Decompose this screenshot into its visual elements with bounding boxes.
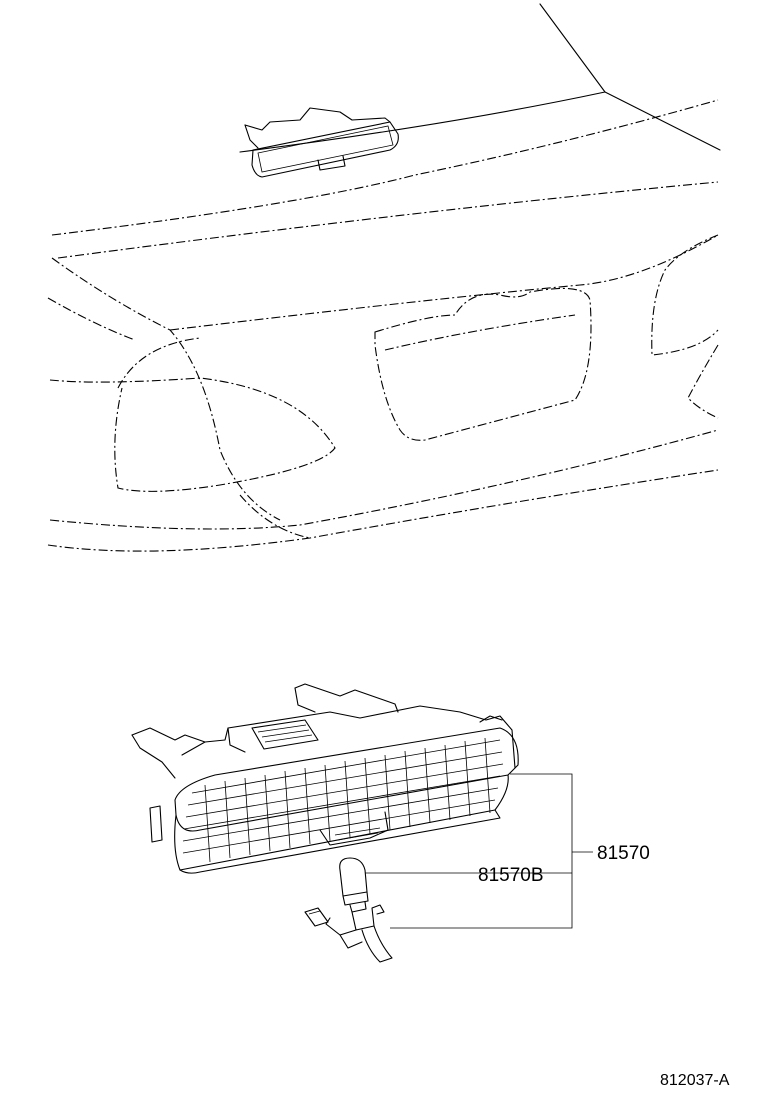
part-label-81570: 81570	[597, 843, 650, 864]
vent-grille	[251, 719, 319, 750]
leader-lines	[365, 773, 593, 929]
stop-lamp-assembly-detail	[131, 683, 519, 963]
socket-wire	[304, 904, 393, 963]
drawing-code: 812037-A	[660, 1072, 730, 1089]
mounted-stop-lamp	[244, 107, 399, 178]
vehicle-rear-view	[47, 3, 721, 552]
lens-grid	[182, 737, 504, 863]
part-label-81570B: 81570B	[478, 865, 544, 886]
bulb-81570B	[339, 857, 369, 913]
